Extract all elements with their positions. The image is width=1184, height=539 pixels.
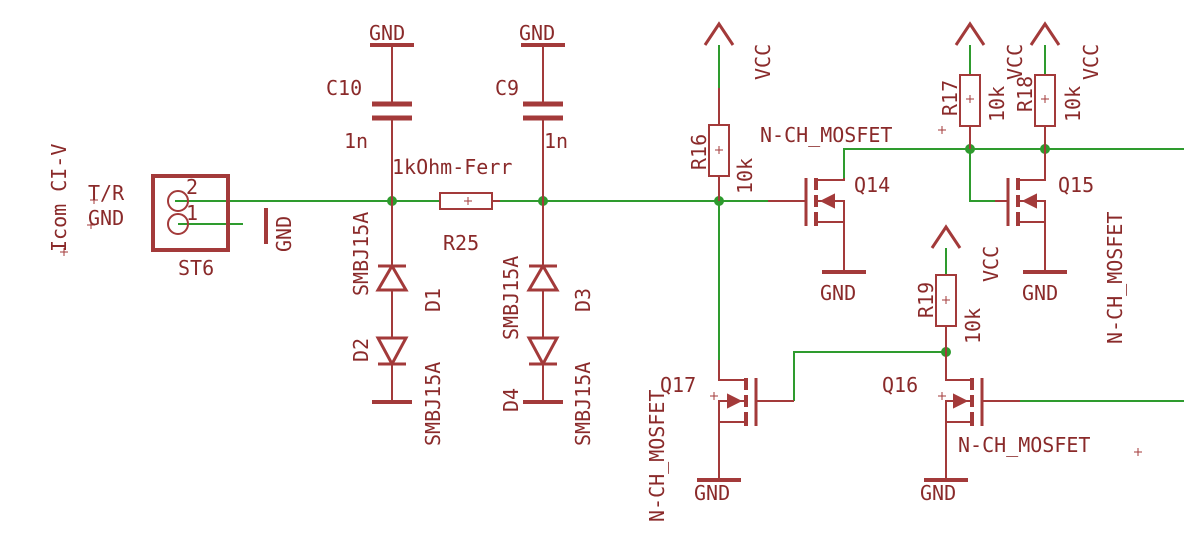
gnd-label: GND bbox=[1022, 281, 1058, 305]
net-q14-drain bbox=[843, 148, 1184, 178]
r17-value: 10k bbox=[985, 86, 1009, 122]
diode-d1[interactable] bbox=[375, 201, 409, 338]
vcc-label: VCC bbox=[979, 246, 1003, 282]
gnd-label: GND bbox=[694, 481, 730, 505]
d1-part-label: SMBJ15A bbox=[349, 212, 373, 296]
q17-label: Q17 bbox=[660, 373, 696, 397]
d4-part-label: SMBJ15A bbox=[571, 362, 595, 446]
d3-label: D3 bbox=[571, 288, 595, 312]
resistor-r18[interactable] bbox=[1034, 74, 1056, 178]
diode-d3[interactable] bbox=[526, 201, 560, 338]
vcc-arrow bbox=[954, 21, 986, 46]
r25-label: R25 bbox=[443, 231, 479, 255]
q15-label: Q15 bbox=[1058, 173, 1094, 197]
d4-label: D4 bbox=[499, 388, 523, 412]
mosfet-q16[interactable] bbox=[924, 378, 1020, 482]
ferrite-value: 1kOhm-Ferr bbox=[392, 155, 512, 179]
pin2-label: 2 bbox=[186, 175, 198, 199]
vcc-label: VCC bbox=[751, 44, 775, 80]
gnd-label: GND bbox=[519, 21, 555, 45]
q14-label: Q14 bbox=[854, 173, 890, 197]
st6-label: ST6 bbox=[178, 256, 214, 280]
icom-label: Icom CI-V bbox=[47, 144, 71, 252]
r16-value: 10k bbox=[733, 158, 757, 194]
diode-d4[interactable] bbox=[523, 336, 563, 404]
connector-st6[interactable] bbox=[151, 174, 230, 252]
gnd-label: GND bbox=[272, 216, 296, 252]
c9-value: 1n bbox=[544, 129, 568, 153]
ferrite-r25[interactable] bbox=[439, 192, 500, 210]
labels: GND GND C10 C9 1n 1n 1kOhm-Ferr R25 T/R … bbox=[47, 21, 1127, 522]
gnd-label: GND bbox=[820, 281, 856, 305]
vcc-arrow bbox=[930, 224, 962, 249]
tr-pin-label: T/R bbox=[88, 181, 125, 205]
c9-label: C9 bbox=[495, 76, 519, 100]
d3-part-label: SMBJ15A bbox=[499, 256, 523, 340]
vcc-arrow bbox=[1029, 21, 1061, 46]
capacitor-c9[interactable] bbox=[521, 43, 565, 201]
d2-label: D2 bbox=[349, 338, 373, 362]
r19-value: 10k bbox=[961, 308, 985, 344]
resistor-r16[interactable] bbox=[708, 88, 730, 201]
gnd-label: GND bbox=[920, 481, 956, 505]
diode-d2[interactable] bbox=[372, 336, 412, 404]
q14-type: N-CH_MOSFET bbox=[760, 123, 892, 147]
q15-type: N-CH_MOSFET bbox=[1103, 212, 1127, 344]
resistor-r17[interactable] bbox=[959, 74, 981, 149]
mosfet-q15[interactable] bbox=[995, 178, 1067, 274]
r18-value: 10k bbox=[1061, 86, 1085, 122]
vcc-label: VCC bbox=[1079, 44, 1103, 80]
r17-label: R17 bbox=[938, 80, 962, 116]
r18-label: R18 bbox=[1013, 76, 1037, 112]
gnd-label: GND bbox=[369, 21, 405, 45]
vcc-arrow bbox=[703, 21, 735, 46]
r16-label: R16 bbox=[687, 134, 711, 170]
pin1-label: 1 bbox=[186, 201, 198, 225]
q16-type: N-CH_MOSFET bbox=[958, 433, 1090, 457]
d1-label: D1 bbox=[421, 288, 445, 312]
resistor-r19[interactable] bbox=[935, 274, 957, 378]
mosfet-q17[interactable] bbox=[697, 360, 794, 482]
d2-part-label: SMBJ15A bbox=[421, 362, 445, 446]
origin-markers bbox=[60, 95, 1142, 456]
net-q17-drain bbox=[793, 351, 946, 401]
r19-label: R19 bbox=[914, 282, 938, 318]
vcc-label: VCC bbox=[1003, 44, 1027, 80]
parts bbox=[151, 21, 1067, 482]
q16-label: Q16 bbox=[882, 373, 918, 397]
c10-value: 1n bbox=[344, 129, 368, 153]
gnd-pin-label: GND bbox=[88, 206, 124, 230]
net-q15-gate bbox=[969, 149, 995, 202]
mosfet-q14[interactable] bbox=[768, 178, 866, 274]
q17-type: N-CH_MOSFET bbox=[645, 390, 669, 522]
c10-label: C10 bbox=[326, 76, 362, 100]
